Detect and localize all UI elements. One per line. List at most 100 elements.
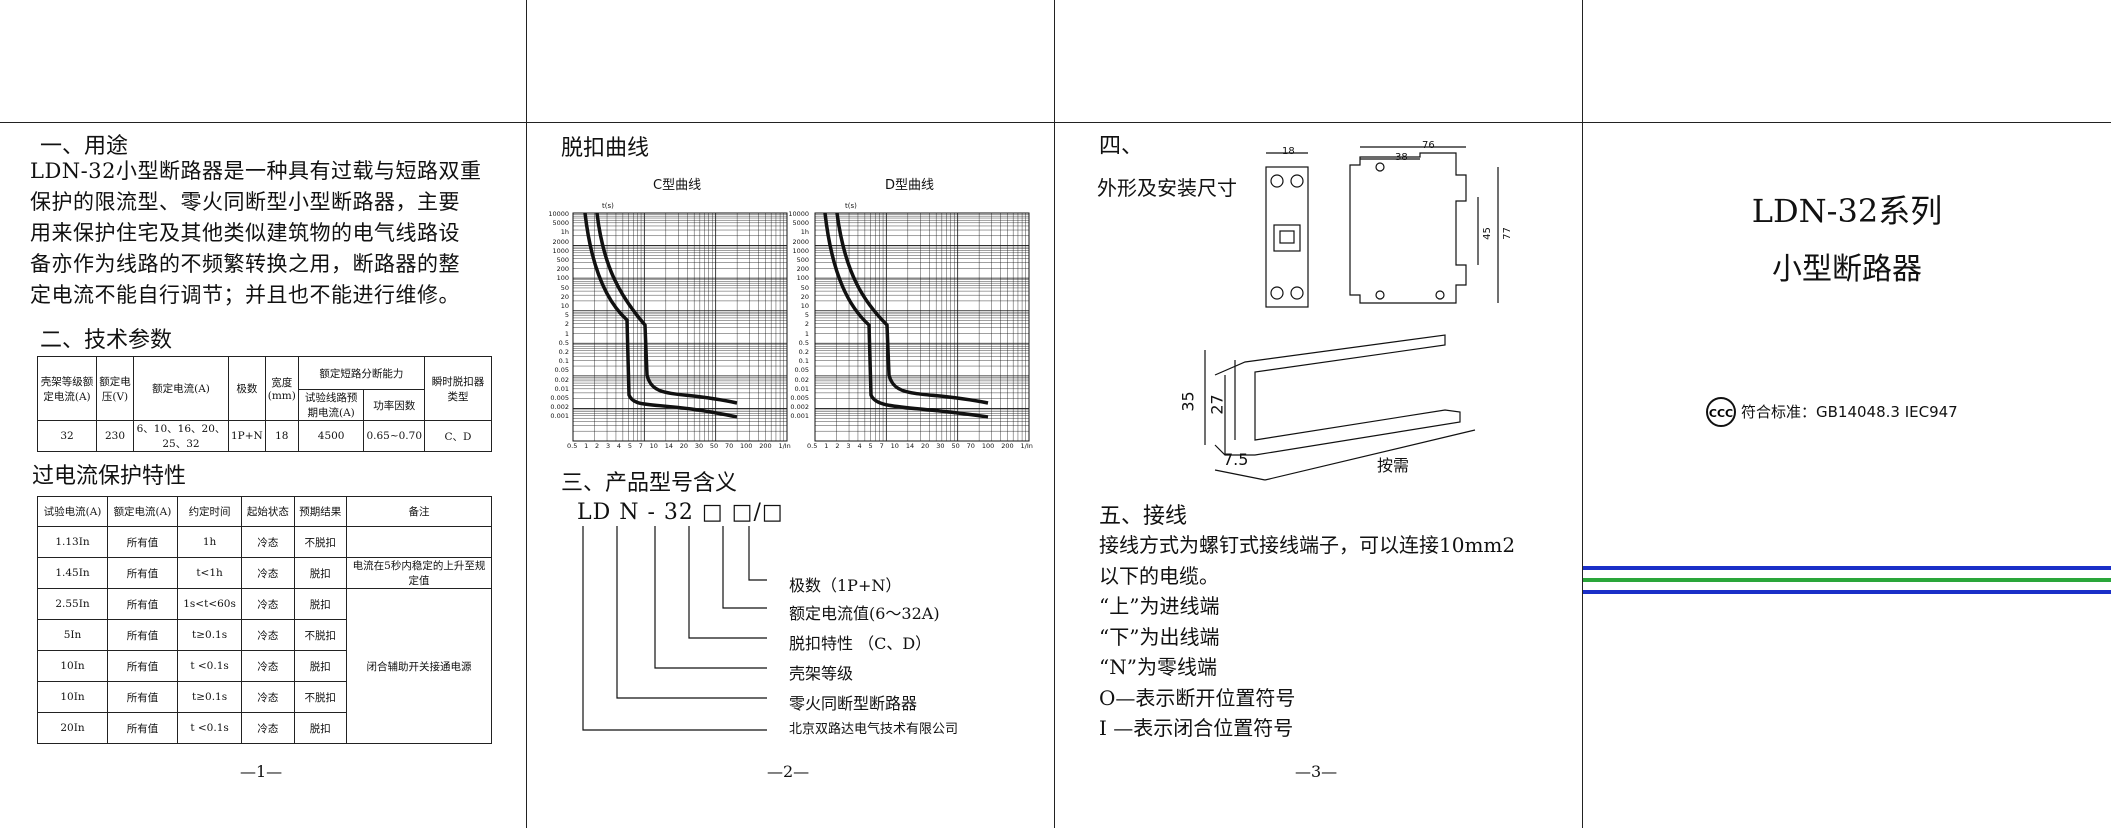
wiring-text: 接线方式为螺钉式接线端子，可以连接10mm2 以下的电缆。 “上”为进线端 “下…: [1099, 533, 1516, 740]
x-tick-label: 2: [595, 442, 600, 450]
dim-7-5: 7.5: [1223, 450, 1249, 469]
x-tick-label: 200: [1001, 442, 1014, 450]
dim-76: 76: [1422, 140, 1435, 151]
y-tick-label: 0.002: [550, 403, 569, 412]
y-tick-label: 2: [804, 320, 809, 329]
y-tick-label: 0.02: [554, 375, 569, 384]
section-4-title: 四、: [1099, 134, 1144, 159]
dim-27: 27: [1207, 394, 1227, 415]
x-tick-label: 1: [824, 442, 829, 450]
y-tick-label: 1: [564, 329, 569, 338]
section-3-model-title: 三、产品型号含义: [561, 471, 738, 496]
x-tick-label: 10: [649, 442, 658, 450]
trip-curves-figure: [572, 212, 1030, 442]
x-tick-label: 1: [584, 442, 589, 450]
x-tick-label: 4: [857, 442, 862, 450]
y-tick-label: 0.2: [798, 348, 809, 357]
x-tick-label: 70: [966, 442, 975, 450]
y-tick-label: 500: [556, 256, 569, 265]
d-curve-label: D型曲线: [885, 178, 935, 193]
y-tick-label: 0.1: [558, 357, 569, 366]
usage-paragraph: LDN-32小型断路器是一种具有过载与短路双重 保护的限流型、零火同断型小型断路…: [30, 159, 482, 307]
legend-poles: 极数（1P+N）: [789, 576, 902, 595]
overcurrent-table: 试验电流(A) 额定电流(A) 约定时间 起始状态 预期结果 备注 1.13In…: [37, 496, 492, 744]
page-4-cover: LDN-32系列 小型断路器 CCC 符合标准：GB14048.3 IEC947: [1583, 0, 2111, 828]
cover-title: LDN-32系列: [1751, 192, 1943, 230]
dimensions-subtitle: 外形及安装尺寸: [1097, 176, 1237, 200]
x-tick-label: 30: [936, 442, 945, 450]
y-tick-label: 0.001: [790, 412, 809, 421]
y-tick-label: 200: [796, 265, 809, 274]
y-tick-label: 1h: [560, 228, 569, 237]
x-tick-label: 2: [835, 442, 840, 450]
page-number: —2—: [767, 762, 810, 781]
x-tick-label: 0.5: [567, 442, 578, 450]
c-curve-upper: [595, 212, 738, 405]
ccc-logo-icon: CCC: [1706, 397, 1736, 427]
green-stripe: [1583, 578, 2111, 582]
legend-trip: 脱扣特性 （C、D）: [789, 634, 932, 653]
section-3-title: 过电流保护特性: [32, 464, 187, 489]
dim-77: 77: [1501, 227, 1513, 240]
x-tick-label: 7: [638, 442, 643, 450]
legend-current: 额定电流值(6～32A): [789, 604, 940, 623]
dim-45: 45: [1481, 227, 1493, 240]
din-rail-drawing: [1204, 334, 1476, 481]
y-tick-label: 5: [564, 311, 569, 320]
y-tick-label: 2: [564, 320, 569, 329]
model-legend-lines: [582, 526, 767, 731]
y-tick-label: 0.5: [558, 338, 569, 347]
x-tick-label: 4: [616, 442, 622, 450]
x-tick-label: 5: [627, 442, 632, 450]
x-tick-label: 10: [890, 442, 899, 450]
c-curve-label: C型曲线: [653, 178, 702, 193]
y-tick-label: 0.01: [554, 384, 569, 393]
d-curve-grid: [814, 212, 1030, 442]
y-tick-label: 0.05: [554, 366, 569, 375]
y-tick-label: 1000: [552, 246, 569, 255]
x-tick-label: 3: [605, 442, 611, 450]
y-tick-label: 100: [796, 274, 809, 283]
x-tick-label: 20: [679, 442, 689, 450]
y-tick-label: 20: [560, 292, 569, 301]
y-tick-label: 2000: [552, 237, 569, 246]
company-name: 北京双路达电气技术有限公司: [789, 722, 959, 737]
page-3: 四、 外形及安装尺寸 18 76 38 45 77: [1055, 0, 1583, 828]
breaker-drawing: [1265, 146, 1499, 308]
standard-text: 符合标准：GB14048.3 IEC947: [1741, 403, 1958, 421]
y-tick-label: 0.005: [790, 394, 809, 403]
x-tick-label: 100: [981, 442, 995, 450]
x-tick-label: 1/In: [1020, 442, 1033, 450]
x-tick-label: 50: [951, 442, 960, 450]
tech-params-table: 壳架等级额定电流(A) 额定电压(V) 额定电流(A) 极数 宽度(mm) 额定…: [37, 356, 492, 452]
dim-as-needed: 按需: [1377, 456, 1410, 475]
x-tick-label: 30: [694, 442, 704, 450]
y-tick-label: 0.2: [558, 348, 569, 357]
section-5-title: 五、接线: [1099, 504, 1188, 529]
x-tick-label: 200: [759, 442, 772, 450]
cover-subtitle: 小型断路器: [1772, 252, 1922, 287]
y-tick-label: 0.05: [794, 366, 809, 375]
legend-frame: 壳架等级: [789, 664, 854, 683]
page-number: —1—: [240, 762, 283, 781]
blue-stripe-bottom: [1583, 590, 2111, 594]
c-curve-lower: [583, 212, 738, 419]
model-code: LD N - 32 □ □/□: [577, 500, 784, 525]
y-tick-label: 5000: [552, 219, 569, 228]
svg-text:CCC: CCC: [1709, 407, 1733, 420]
x-tick-label: 50: [709, 442, 719, 450]
x-tick-label: 14: [664, 442, 673, 450]
x-tick-label: 70: [724, 442, 734, 450]
y-tick-label: 1: [804, 329, 809, 338]
x-tick-label: 7: [879, 442, 884, 450]
legend-nl-breaker: 零火同断型断路器: [789, 694, 918, 713]
x-tick-label: 20: [921, 442, 930, 450]
